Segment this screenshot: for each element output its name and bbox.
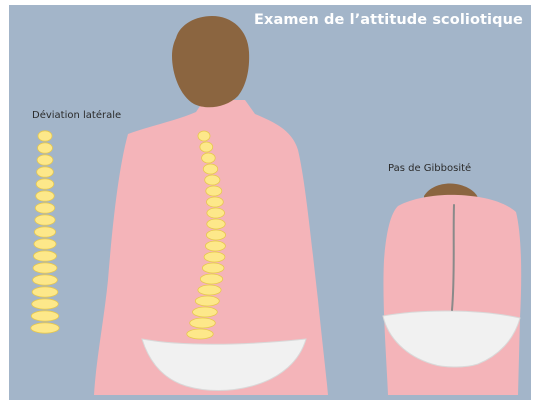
- vertebra: [193, 307, 218, 317]
- vertebra: [36, 179, 54, 189]
- vertebra: [31, 311, 59, 321]
- vertebra: [36, 191, 55, 201]
- vertebra: [198, 131, 210, 141]
- vertebra: [34, 239, 56, 249]
- vertebra: [35, 215, 55, 225]
- vertebra: [207, 219, 225, 229]
- vertebra: [202, 153, 216, 163]
- vertebra: [198, 285, 221, 295]
- vertebra: [200, 274, 222, 284]
- vertebra: [34, 227, 55, 237]
- vertebra: [33, 275, 58, 285]
- vertebra: [34, 251, 57, 261]
- vertebra: [200, 142, 213, 152]
- vertebra: [205, 241, 225, 251]
- vertebra: [32, 287, 58, 297]
- vertebra: [207, 208, 225, 218]
- vertebra: [37, 155, 53, 165]
- bending-figure: [383, 184, 521, 396]
- no-hump-label: Pas de Gibbosité: [388, 163, 471, 174]
- standing-head-hair: [172, 16, 249, 107]
- vertebra: [202, 263, 224, 273]
- vertebra: [32, 299, 59, 309]
- vertebra: [203, 164, 217, 174]
- vertebra: [206, 186, 222, 196]
- vertebra: [31, 323, 59, 333]
- vertebra: [204, 252, 225, 262]
- vertebra: [195, 296, 219, 306]
- lateral-deviation-label: Déviation latérale: [32, 110, 121, 121]
- vertebra: [206, 230, 225, 240]
- vertebra: [187, 329, 213, 339]
- vertebra: [37, 167, 54, 177]
- vertebra: [35, 203, 54, 213]
- vertebra: [207, 197, 224, 207]
- vertebra: [38, 143, 53, 153]
- page-title: Examen de l’attitude scoliotique: [254, 12, 523, 28]
- vertebra: [190, 318, 216, 328]
- vertebra: [205, 175, 220, 185]
- vertebra: [33, 263, 57, 273]
- vertebra: [38, 131, 52, 141]
